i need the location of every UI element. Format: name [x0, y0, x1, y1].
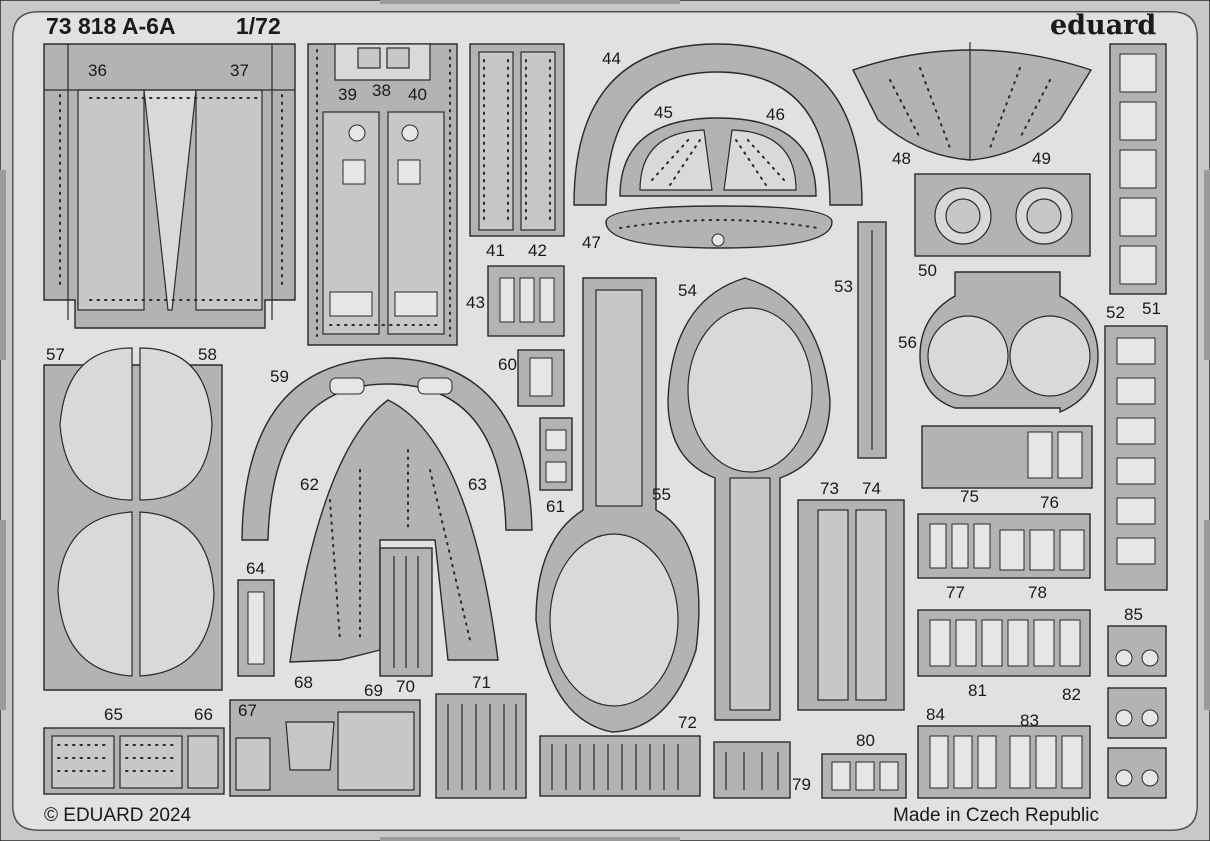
part-label: 67: [238, 701, 257, 720]
part-36-37: [43, 43, 296, 329]
part-70: [379, 547, 433, 677]
part-75-76: [921, 425, 1093, 489]
part-77-78: [917, 513, 1091, 579]
part-label: 74: [862, 479, 881, 498]
part-label: 38: [372, 81, 391, 100]
part-label: 82: [1062, 685, 1081, 704]
part-71: [435, 693, 527, 799]
part-label: 79: [792, 775, 811, 794]
part-53: [857, 221, 887, 459]
part-label: 42: [528, 241, 547, 260]
part-label: 77: [946, 583, 965, 602]
part-label: 55: [652, 485, 671, 504]
part-label: 69: [364, 681, 383, 700]
part-label: 78: [1028, 583, 1047, 602]
part-60: [517, 349, 565, 407]
part-label: 51: [1142, 299, 1161, 318]
part-56: [919, 271, 1099, 414]
part-label: 58: [198, 345, 217, 364]
part-label: 60: [498, 355, 517, 374]
part-57-58: [43, 347, 223, 691]
part-label: 43: [466, 293, 485, 312]
part-label: 53: [834, 277, 853, 296]
part-label: 62: [300, 475, 319, 494]
part-59: [241, 357, 533, 541]
part-label: 81: [968, 681, 987, 700]
part-label: 66: [194, 705, 213, 724]
part-64: [237, 579, 275, 677]
part-label: 72: [678, 713, 697, 732]
part-label: 45: [654, 103, 673, 122]
part-80: [821, 753, 907, 799]
part-label: 61: [546, 497, 565, 516]
part-52: [1104, 325, 1168, 591]
part-72: [539, 735, 701, 797]
brand-logo: eduard: [1050, 10, 1156, 41]
part-label: 37: [230, 61, 249, 80]
part-label: 80: [856, 731, 875, 750]
part-label: 54: [678, 281, 697, 300]
part-label: 49: [1032, 149, 1051, 168]
part-38-39-40: [307, 43, 458, 346]
part-label: 84: [926, 705, 945, 724]
part-label: 57: [46, 345, 65, 364]
part-label: 76: [1040, 493, 1059, 512]
part-label: 71: [472, 673, 491, 692]
part-73-74: [797, 499, 905, 711]
part-label: 52: [1106, 303, 1125, 322]
part-label: 64: [246, 559, 265, 578]
part-labels: 36 37 38 39 40 41 42 43 44 45 46 47 48 4…: [46, 49, 1161, 794]
part-65-66: [43, 727, 225, 795]
part-label: 85: [1124, 605, 1143, 624]
part-79: [713, 741, 791, 799]
part-51: [1109, 43, 1167, 295]
part-85: [1107, 625, 1167, 799]
part-67-68-69: [229, 699, 421, 797]
part-label: 47: [582, 233, 601, 252]
part-81-82: [917, 609, 1091, 677]
part-label: 46: [766, 105, 785, 124]
origin-text: Made in Czech Republic: [893, 805, 1099, 826]
part-label: 56: [898, 333, 917, 352]
part-label: 83: [1020, 711, 1039, 730]
part-41-42: [469, 43, 565, 237]
part-55: [535, 277, 700, 733]
part-54: [667, 277, 831, 721]
part-83-84: [917, 725, 1091, 799]
part-label: 59: [270, 367, 289, 386]
part-label: 63: [468, 475, 487, 494]
part-label: 48: [892, 149, 911, 168]
part-label: 50: [918, 261, 937, 280]
part-61: [539, 417, 573, 491]
part-50: [914, 173, 1091, 257]
part-label: 40: [408, 85, 427, 104]
part-43: [487, 265, 565, 337]
part-label: 68: [294, 673, 313, 692]
part-label: 65: [104, 705, 123, 724]
part-label: 70: [396, 677, 415, 696]
part-label: 36: [88, 61, 107, 80]
part-62-63: [289, 399, 499, 663]
part-label: 73: [820, 479, 839, 498]
part-label: 39: [338, 85, 357, 104]
scale-label: 1/72: [236, 13, 281, 39]
part-label: 75: [960, 487, 979, 506]
part-label: 41: [486, 241, 505, 260]
part-48-49: [852, 42, 1093, 161]
part-44-45-46-47: [573, 43, 863, 249]
product-code: 73 818 A-6A: [46, 13, 176, 39]
copyright-text: © EDUARD 2024: [44, 805, 191, 826]
part-label: 44: [602, 49, 621, 68]
